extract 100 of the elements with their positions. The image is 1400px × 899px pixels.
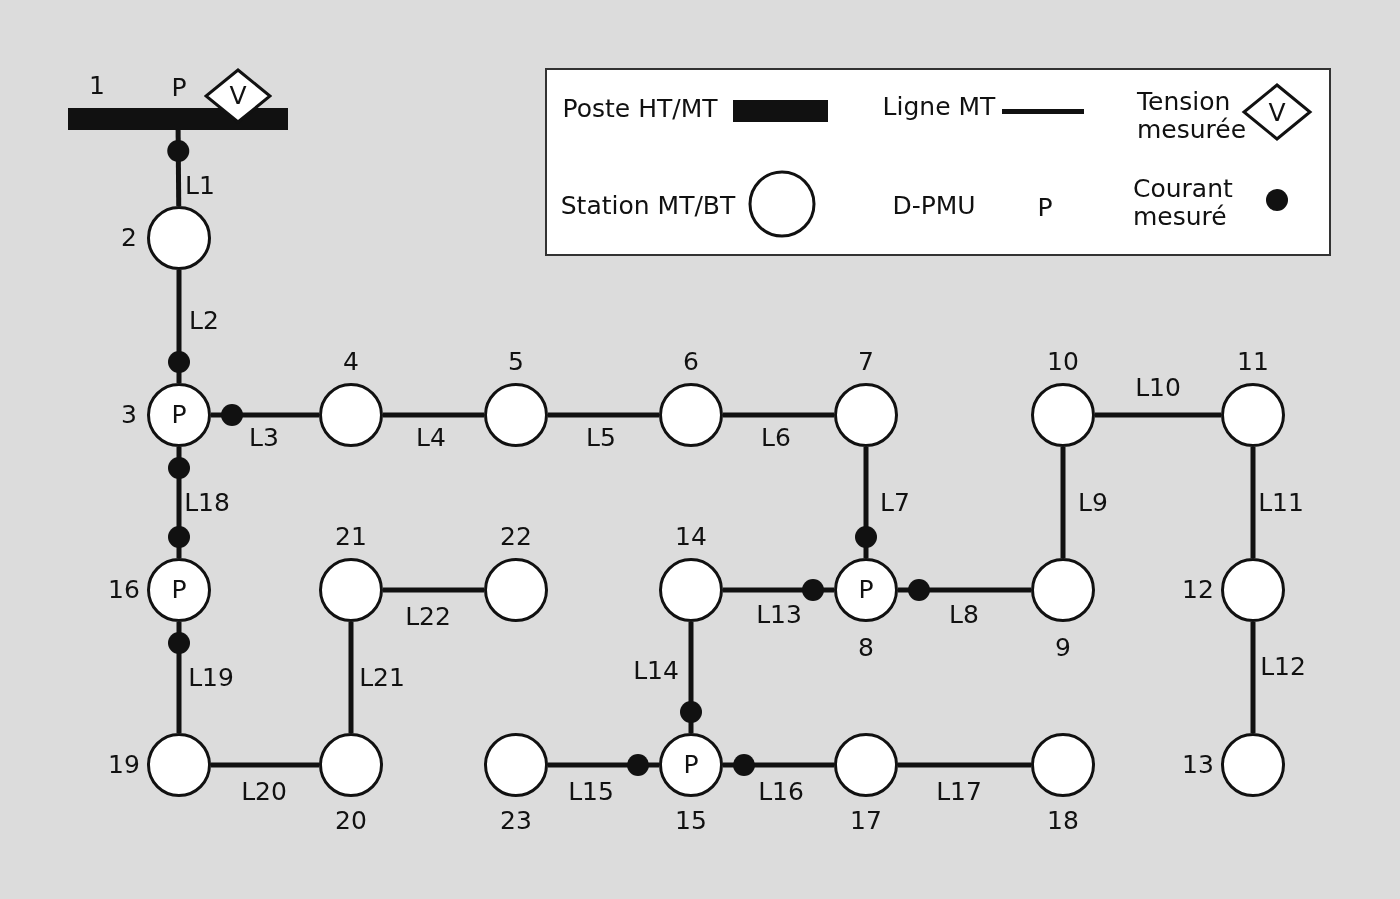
station-circle <box>147 206 211 270</box>
line-label: L19 <box>188 664 234 692</box>
legend-text: D-PMU <box>892 192 976 220</box>
line-label: L5 <box>586 424 616 452</box>
node-number: 3 <box>121 401 137 429</box>
line-label: L10 <box>1135 374 1181 402</box>
legend-text: Station MT/BT <box>560 192 736 220</box>
line-label: L13 <box>756 601 802 629</box>
node-number: 23 <box>500 807 532 835</box>
power-line <box>167 129 190 206</box>
line-label: L22 <box>405 603 451 631</box>
node-number: 20 <box>335 807 367 835</box>
line-label: L16 <box>758 778 804 806</box>
busbar <box>68 108 288 130</box>
node-label: P <box>171 401 187 429</box>
legend-symbol: V <box>1268 99 1286 127</box>
power-line <box>680 622 702 733</box>
station-circle <box>147 733 211 797</box>
node-number: 6 <box>683 348 699 376</box>
node-label: P <box>858 576 874 604</box>
power-line <box>383 412 484 418</box>
power-line <box>898 762 1031 768</box>
node-number: 9 <box>1055 634 1071 662</box>
node-number: 11 <box>1237 348 1269 376</box>
station-circle <box>319 383 383 447</box>
power-line <box>211 762 319 768</box>
node-number: 16 <box>108 576 140 604</box>
station-circle <box>147 558 211 622</box>
node-label: P <box>171 576 187 604</box>
line-label: L11 <box>1258 489 1304 517</box>
legend-text: Tension mesurée <box>1137 87 1247 143</box>
station-circle <box>319 558 383 622</box>
power-line <box>548 412 659 418</box>
line-label: L4 <box>416 424 446 452</box>
power-line <box>383 587 484 593</box>
power-line <box>211 404 319 426</box>
power-line <box>723 412 834 418</box>
node-number: 17 <box>850 807 882 835</box>
power-line <box>1250 622 1256 733</box>
power-line <box>723 754 834 776</box>
station-circle <box>1031 558 1095 622</box>
station-circle <box>1221 383 1285 447</box>
station-circle <box>484 383 548 447</box>
power-line <box>855 447 877 558</box>
legend-text: Poste HT/MT <box>562 95 718 123</box>
power-line <box>1060 447 1066 558</box>
legend-text: Courant mesuré <box>1133 174 1234 230</box>
node-number: 18 <box>1047 807 1079 835</box>
power-line <box>1250 447 1256 558</box>
line-label: L7 <box>880 489 910 517</box>
line-label: L12 <box>1260 653 1306 681</box>
power-line <box>723 579 834 601</box>
power-line <box>1095 412 1221 418</box>
station-circle <box>1221 558 1285 622</box>
line-label: L15 <box>568 778 614 806</box>
station-circle <box>834 733 898 797</box>
node-number: 21 <box>335 523 367 551</box>
station-circle <box>147 383 211 447</box>
station-circle <box>1221 733 1285 797</box>
station-circle <box>484 558 548 622</box>
node-number: 19 <box>108 751 140 779</box>
station-circle <box>834 558 898 622</box>
node-number: 1 <box>89 72 105 100</box>
station-circle <box>659 733 723 797</box>
station-circle <box>834 383 898 447</box>
line-label: L2 <box>189 307 219 335</box>
station-circle <box>1031 383 1095 447</box>
line-label: L18 <box>184 489 230 517</box>
node-number: 4 <box>343 348 359 376</box>
line-label: L9 <box>1078 489 1108 517</box>
station-circle <box>319 733 383 797</box>
node-number: 22 <box>500 523 532 551</box>
node-number: 10 <box>1047 348 1079 376</box>
station-circle <box>484 733 548 797</box>
node-label: P <box>683 751 699 779</box>
node-number: 12 <box>1182 576 1214 604</box>
pmu-mark: P <box>171 74 187 102</box>
power-line <box>348 622 354 733</box>
legend-text: Ligne MT <box>882 93 996 121</box>
station-circle <box>659 558 723 622</box>
line-label: L6 <box>761 424 791 452</box>
node-number: 15 <box>675 807 707 835</box>
line-label: L14 <box>633 657 679 685</box>
node-number: 5 <box>508 348 524 376</box>
line-label: L8 <box>949 601 979 629</box>
power-line <box>548 754 659 776</box>
power-line <box>168 622 190 733</box>
station-circle <box>659 383 723 447</box>
line-label: L3 <box>249 424 279 452</box>
node-number: 13 <box>1182 751 1214 779</box>
node-number: 8 <box>858 634 874 662</box>
line-label: L21 <box>359 664 405 692</box>
line-label: L17 <box>936 778 982 806</box>
node-number: 14 <box>675 523 707 551</box>
node-number: 2 <box>121 224 137 252</box>
node-number: 7 <box>858 348 874 376</box>
legend-symbol: P <box>1037 194 1053 222</box>
station-circle <box>1031 733 1095 797</box>
line-label: L1 <box>185 172 215 200</box>
power-line <box>168 270 190 383</box>
